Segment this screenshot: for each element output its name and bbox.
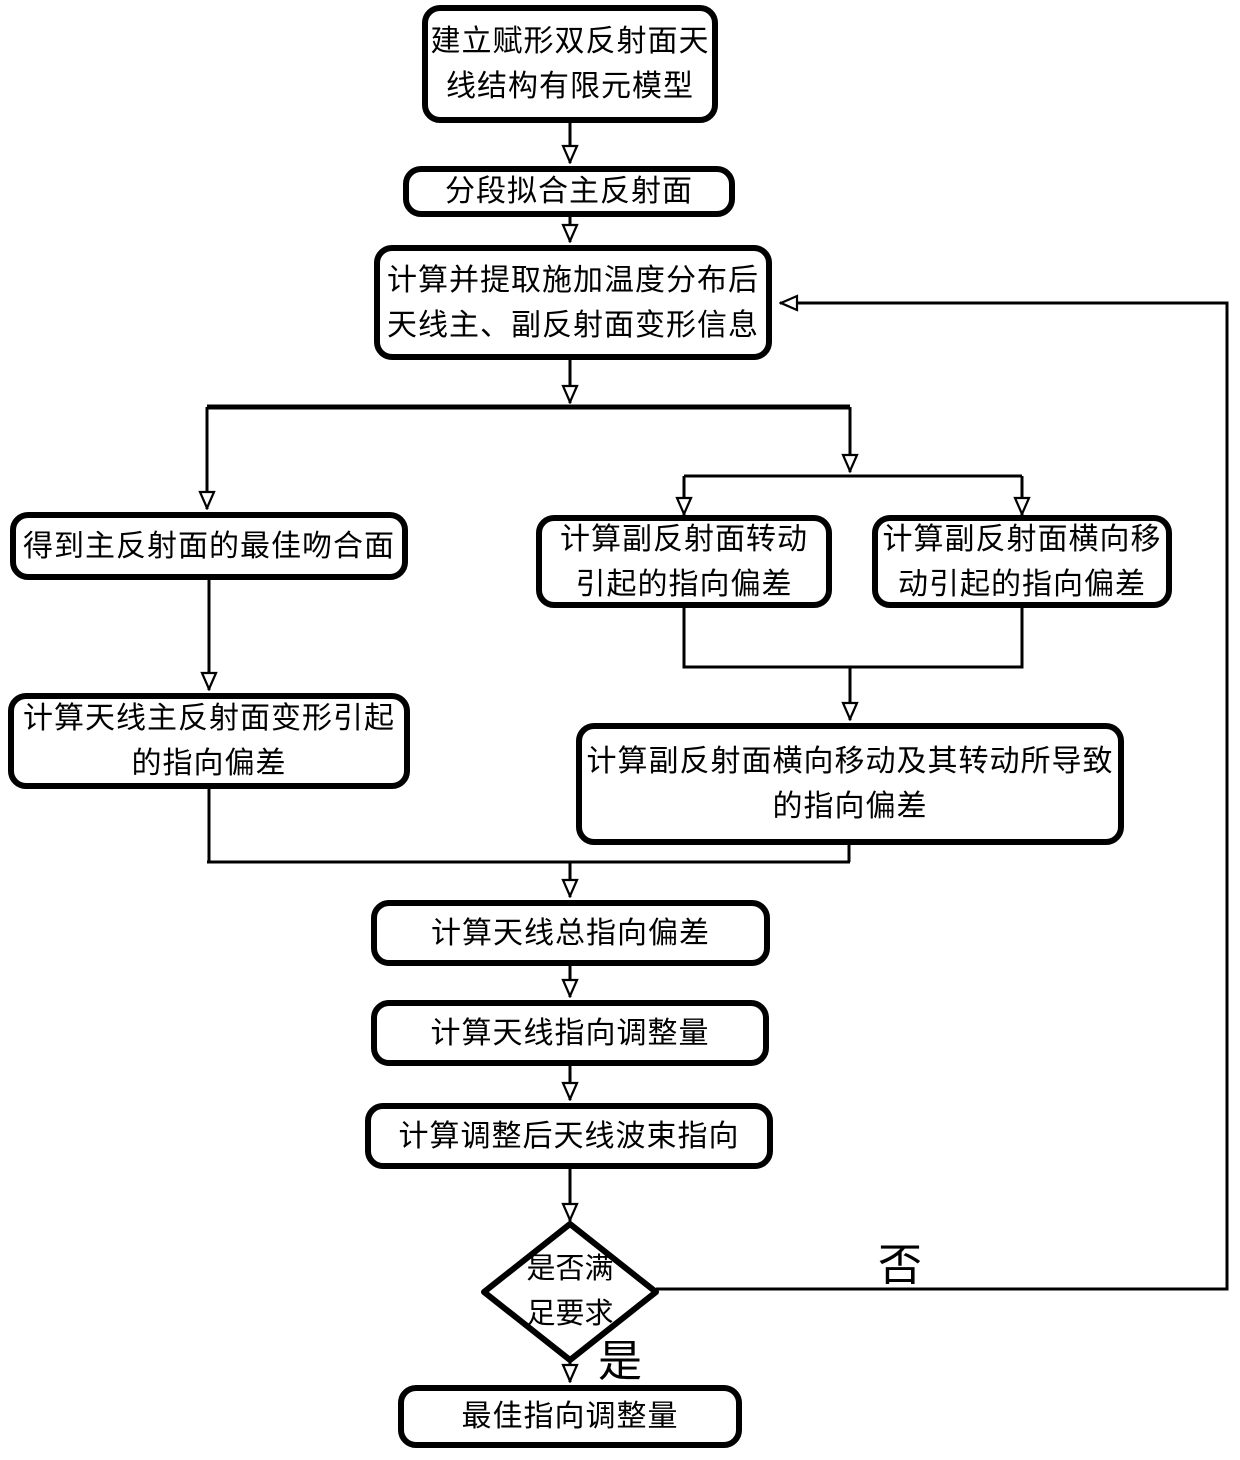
node-best-adjustment: 最佳指向调整量	[398, 1385, 742, 1448]
node-sub-rotation-deviation: 计算副反射面转动 引起的指向偏差	[536, 515, 832, 608]
node-adjust-amount: 计算天线指向调整量	[371, 1000, 769, 1066]
node-segment-fit-main: 分段拟合主反射面	[403, 166, 735, 217]
node-sub-translation-deviation: 计算副反射面横向移 动引起的指向偏差	[872, 515, 1172, 608]
decision-diamond-shape	[481, 1221, 659, 1363]
node-main-deform-deviation: 计算天线主反射面变形引起 的指向偏差	[8, 693, 410, 789]
branch-label-yes: 是	[598, 1337, 642, 1386]
node-extract-deformation: 计算并提取施加温度分布后 天线主、副反射面变形信息	[374, 245, 772, 360]
node-decision-label: 是否满 足要求	[526, 1253, 614, 1330]
node-best-fit-surface: 得到主反射面的最佳吻合面	[10, 512, 408, 580]
node-sub-combined-deviation: 计算副反射面横向移动及其转动所导致 的指向偏差	[576, 723, 1124, 845]
node-adjusted-beam: 计算调整后天线波束指向	[365, 1103, 773, 1169]
node-total-deviation: 计算天线总指向偏差	[371, 900, 770, 966]
node-build-fem-model: 建立赋形双反射面天 线结构有限元模型	[422, 5, 718, 123]
branch-label-no: 否	[878, 1241, 922, 1290]
edge-decision-no-feedback	[656, 303, 1229, 1291]
merge-line-sub	[682, 608, 1024, 669]
